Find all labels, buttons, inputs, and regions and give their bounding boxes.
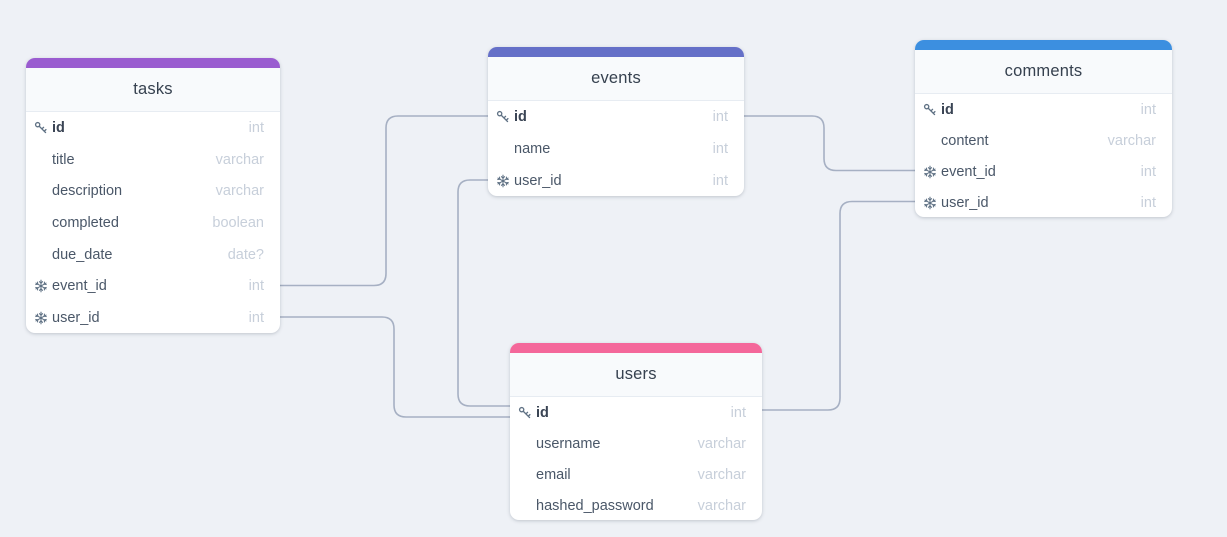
field-tasks-event_id[interactable]: event_id int: [26, 270, 280, 302]
table-header[interactable]: tasks: [26, 68, 280, 112]
field-tasks-title[interactable]: title varchar: [26, 144, 280, 176]
snowflake-icon-slot: [34, 311, 52, 325]
key-icon: [518, 406, 531, 418]
field-type: varchar: [1107, 132, 1156, 149]
field-type: int: [1140, 101, 1156, 118]
table-name: comments: [1004, 62, 1083, 80]
table-fields: id int username varchar email varchar ha…: [510, 397, 762, 522]
relationship-events.id-to-comments.event_id[interactable]: [744, 115, 915, 172]
key-icon-slot: [518, 406, 536, 420]
field-tasks-completed[interactable]: completed boolean: [26, 207, 280, 239]
table-header[interactable]: events: [488, 57, 744, 101]
table-card-users[interactable]: users id int username varchar email varc…: [510, 343, 762, 520]
table-accent-bar: [488, 47, 744, 57]
relationship-events.user_id-to-users.id[interactable]: [457, 179, 510, 407]
field-name: hashed_password: [536, 497, 654, 514]
table-card-comments[interactable]: comments id int content varchar event_id…: [915, 40, 1172, 217]
field-comments-event_id[interactable]: event_id int: [915, 156, 1172, 187]
field-tasks-id[interactable]: id int: [26, 112, 280, 144]
field-type: boolean: [212, 214, 264, 231]
relationship-comments.user_id-to-users.id[interactable]: [762, 200, 915, 411]
relationship-tasks.event_id-to-events.id[interactable]: [280, 115, 488, 287]
field-users-hashed_password[interactable]: hashed_password varchar: [510, 490, 762, 521]
table-header[interactable]: users: [510, 353, 762, 397]
field-name: title: [52, 151, 75, 168]
field-type: varchar: [697, 466, 746, 483]
key-icon: [34, 121, 47, 134]
field-name: completed: [52, 214, 119, 231]
relationship-tasks.user_id-to-users.id[interactable]: [280, 316, 510, 418]
field-comments-user_id[interactable]: user_id int: [915, 187, 1172, 218]
field-type: varchar: [215, 183, 264, 200]
table-header[interactable]: comments: [915, 50, 1172, 94]
field-events-name[interactable]: name int: [488, 133, 744, 165]
field-name: id: [941, 101, 954, 118]
field-name: user_id: [514, 173, 562, 189]
field-users-email[interactable]: email varchar: [510, 459, 762, 490]
field-name: name: [514, 141, 551, 157]
field-name: id: [514, 109, 527, 125]
key-icon-slot: [34, 121, 52, 135]
snowflake-icon: [35, 279, 47, 293]
field-name: due_date: [52, 246, 113, 263]
snowflake-icon-slot: [923, 196, 941, 210]
snowflake-icon: [924, 196, 936, 209]
field-type: int: [1140, 163, 1156, 180]
field-type: varchar: [215, 151, 264, 168]
key-icon: [496, 110, 509, 123]
snowflake-icon: [35, 311, 47, 325]
field-name: event_id: [52, 278, 107, 295]
field-type: int: [712, 141, 728, 157]
table-name: users: [615, 365, 657, 383]
field-type: int: [1140, 194, 1156, 211]
table-fields: id int content varchar event_id int user…: [915, 94, 1172, 219]
field-comments-content[interactable]: content varchar: [915, 125, 1172, 156]
field-tasks-user_id[interactable]: user_id int: [26, 302, 280, 334]
field-type: int: [248, 119, 264, 136]
key-icon: [923, 103, 936, 115]
table-accent-bar: [26, 58, 280, 68]
field-type: varchar: [697, 497, 746, 514]
table-accent-bar: [510, 343, 762, 353]
field-name: user_id: [52, 309, 100, 326]
field-events-id[interactable]: id int: [488, 101, 744, 133]
key-icon-slot: [923, 103, 941, 117]
field-name: email: [536, 466, 571, 483]
table-fields: id int name int user_id int: [488, 101, 744, 198]
snowflake-icon-slot: [34, 279, 52, 293]
field-type: int: [248, 309, 264, 326]
table-name: events: [591, 69, 641, 87]
field-tasks-description[interactable]: description varchar: [26, 175, 280, 207]
field-type: int: [248, 278, 264, 295]
field-type: date?: [227, 246, 264, 263]
field-name: user_id: [941, 194, 989, 211]
table-fields: id int title varchar description varchar…: [26, 112, 280, 335]
field-tasks-due_date[interactable]: due_date date?: [26, 239, 280, 271]
field-users-id[interactable]: id int: [510, 397, 762, 428]
field-name: id: [536, 404, 549, 421]
field-name: event_id: [941, 163, 996, 180]
table-card-tasks[interactable]: tasks id int title varchar description v…: [26, 58, 280, 333]
snowflake-icon: [497, 174, 509, 188]
field-type: int: [712, 173, 728, 189]
field-events-user_id[interactable]: user_id int: [488, 165, 744, 197]
table-name: tasks: [133, 80, 173, 98]
table-accent-bar: [915, 40, 1172, 50]
table-card-events[interactable]: events id int name int user_id int: [488, 47, 744, 196]
key-icon-slot: [496, 110, 514, 124]
field-type: varchar: [697, 435, 746, 452]
snowflake-icon-slot: [923, 165, 941, 179]
field-comments-id[interactable]: id int: [915, 94, 1172, 125]
snowflake-icon: [924, 165, 936, 178]
field-name: id: [52, 119, 65, 136]
field-users-username[interactable]: username varchar: [510, 428, 762, 459]
field-name: description: [52, 183, 123, 200]
field-name: content: [941, 132, 989, 149]
field-type: int: [712, 109, 728, 125]
field-name: username: [536, 435, 601, 452]
snowflake-icon-slot: [496, 174, 514, 188]
field-type: int: [730, 404, 746, 421]
